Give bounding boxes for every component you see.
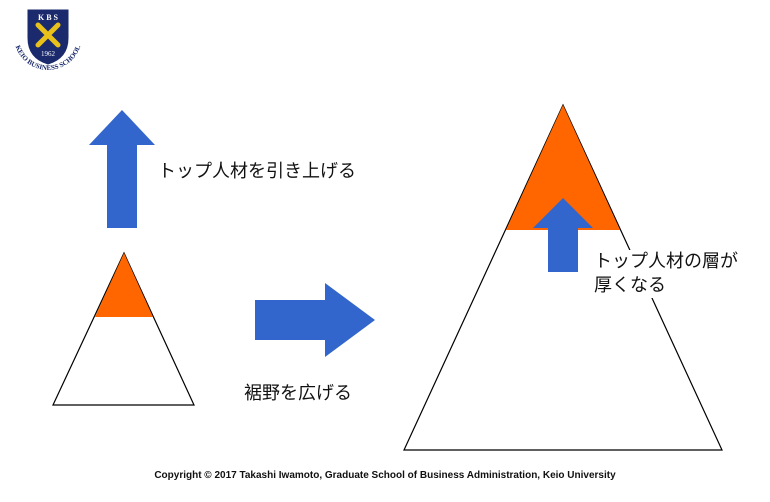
small-pyramid — [52, 251, 195, 406]
copyright-footer: Copyright © 2017 Takashi Iwamoto, Gradua… — [154, 470, 616, 481]
logo-pen-icon — [35, 22, 61, 48]
label-result-line1: トップ人材の層が — [594, 251, 738, 272]
label-raise-top: トップ人材を引き上げる — [158, 161, 356, 182]
right-arrow-widen — [255, 283, 375, 357]
logo-top-text: K B S — [38, 13, 59, 22]
label-result-line2: 厚くなる — [594, 275, 666, 296]
up-arrow-raise — [89, 110, 155, 228]
large-pyramid-top-layer — [506, 105, 620, 230]
up-arrow-thicken — [533, 198, 593, 272]
logo-year: 1962 — [41, 50, 56, 58]
small-pyramid-body — [52, 251, 195, 406]
label-widen-base: 裾野を広げる — [244, 383, 352, 404]
small-pyramid-top-layer — [95, 253, 153, 317]
kbs-logo: K B S 1962 KEIO BUSINESS SCHOOL — [14, 9, 82, 72]
result-label-background — [590, 250, 740, 298]
